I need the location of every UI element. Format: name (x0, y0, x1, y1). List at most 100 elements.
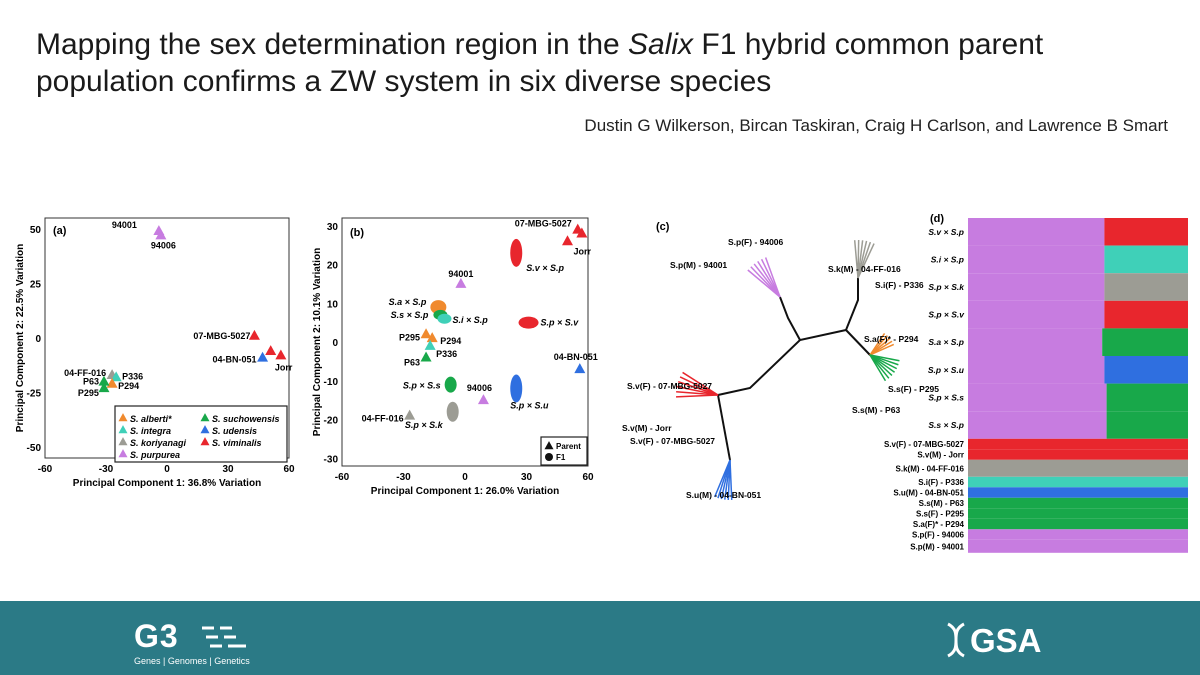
x-tick-label: 60 (582, 472, 594, 483)
x-tick-label: 30 (222, 464, 234, 475)
cluster-label: S.i × S.p (453, 315, 489, 325)
tree-tip-label: S.p(F) - 94006 (728, 237, 784, 247)
x-tick-label: 60 (283, 464, 295, 475)
cluster-label: S.p × S.v (541, 318, 580, 328)
legend-marker (200, 413, 210, 422)
authors: Dustin G Wilkerson, Bircan Taskiran, Cra… (584, 116, 1168, 135)
parent-label: Jorr (574, 246, 592, 256)
parent-bar (968, 476, 1188, 488)
tree-tip-label: S.s(M) - P63 (852, 405, 900, 415)
ancestry-row-label: S.p × S.s (928, 392, 964, 402)
parent-bar (968, 487, 1188, 498)
footer-bar (0, 601, 1200, 675)
parent-bar (968, 497, 1188, 509)
panel-label: (b) (350, 227, 364, 239)
tree-tip-label: S.i(F) - P336 (875, 280, 924, 290)
f1-cluster (437, 313, 452, 324)
parent-point (404, 409, 416, 420)
point-label: P336 (122, 371, 143, 381)
tree-branch (717, 329, 847, 396)
tree-tip (682, 371, 719, 396)
f1-cluster (446, 401, 459, 422)
data-point (98, 382, 110, 393)
ancestry-row-label: S.p × S.v (928, 310, 965, 320)
point-label: P63 (83, 377, 99, 387)
parent-point (426, 332, 438, 343)
ancestry-row-label: S.a × S.p (928, 337, 964, 347)
legend-marker (118, 425, 128, 434)
legend-label: S. suchowensis (212, 414, 280, 424)
ancestry-bar-left (968, 356, 1105, 384)
parent-row-label: S.a(F)* - P294 (913, 520, 965, 529)
cluster-label: S.p × S.k (405, 420, 444, 430)
y-tick-label: 50 (30, 225, 42, 236)
tree-tip-label: S.a(F)* - P294 (864, 334, 919, 344)
cluster-label: S.v × S.p (526, 263, 564, 273)
ancestry-bar-right (1104, 218, 1188, 246)
gsa-logo[interactable]: GSA (970, 622, 1042, 659)
ancestry-row-label: S.p × S.k (928, 282, 965, 292)
x-tick-label: 30 (521, 472, 533, 483)
parent-label: 07-MBG-5027 (515, 219, 572, 229)
parent-bar (968, 438, 1188, 450)
x-tick-label: -60 (335, 472, 350, 483)
tree-branch (845, 278, 859, 331)
g3-logo[interactable]: G3 (134, 618, 179, 654)
legend-label: S. purpurea (130, 450, 180, 460)
panel-label: (d) (930, 213, 944, 225)
title-genus: Salix (628, 28, 694, 61)
y-tick-label: 0 (332, 338, 338, 349)
gsa-helix-icon (947, 622, 965, 658)
y-tick-label: -10 (324, 377, 339, 388)
panel-label: (a) (53, 225, 67, 237)
f1-cluster (510, 374, 523, 403)
y-tick-label: -25 (27, 389, 42, 400)
tree-branch (845, 329, 871, 356)
x-tick-label: -30 (396, 472, 411, 483)
legend-marker (118, 449, 128, 458)
point-label: 94001 (112, 220, 137, 230)
cluster-label: S.a × S.p (389, 297, 427, 307)
tree-tip (869, 354, 887, 382)
point-label: 94006 (151, 240, 176, 250)
ancestry-row-label: S.i × S.p (931, 254, 964, 264)
parent-bar (968, 459, 1188, 477)
point-label: P295 (78, 388, 99, 398)
tree-tip (676, 385, 719, 396)
ancestry-bar-left (968, 411, 1107, 439)
plot-frame (341, 217, 589, 467)
data-point (248, 329, 260, 340)
parent-bar (968, 518, 1188, 530)
parent-label: P63 (404, 358, 420, 368)
f1-cluster (518, 316, 539, 329)
ancestry-bar-left (968, 328, 1103, 356)
parent-label: 94006 (467, 383, 492, 393)
legend-label: S. udensis (212, 426, 257, 436)
parent-point (420, 328, 432, 339)
x-tick-label: 0 (462, 472, 468, 483)
parent-label: P295 (399, 332, 420, 342)
y-tick-label: -30 (324, 454, 339, 465)
parent-row-label: S.k(M) - 04-FF-016 (896, 464, 965, 473)
tree-tip (869, 343, 895, 356)
ancestry-bar-right (1104, 245, 1188, 274)
tree-tip (764, 257, 781, 298)
parent-row-label: S.v(F) - 07-MBG-5027 (884, 440, 965, 449)
tree-branch (779, 296, 801, 341)
point-label: 04-FF-016 (64, 368, 106, 378)
ancestry-bar-right (1106, 411, 1188, 439)
cluster-label: S.s × S.p (391, 310, 429, 320)
tree-tip-label: S.p(M) - 94001 (670, 260, 727, 270)
tree-branch (717, 394, 731, 461)
legend-marker (545, 453, 553, 461)
legend-marker (118, 413, 128, 422)
parent-bar (968, 529, 1188, 540)
y-tick-label: 20 (327, 261, 339, 272)
x-axis-label: Principal Component 1: 26.0% Variation (371, 486, 559, 497)
ancestry-bar-right (1104, 356, 1188, 384)
x-tick-label: -60 (38, 464, 53, 475)
point-label: 07-MBG-5027 (193, 331, 250, 341)
legend-marker (118, 437, 128, 446)
